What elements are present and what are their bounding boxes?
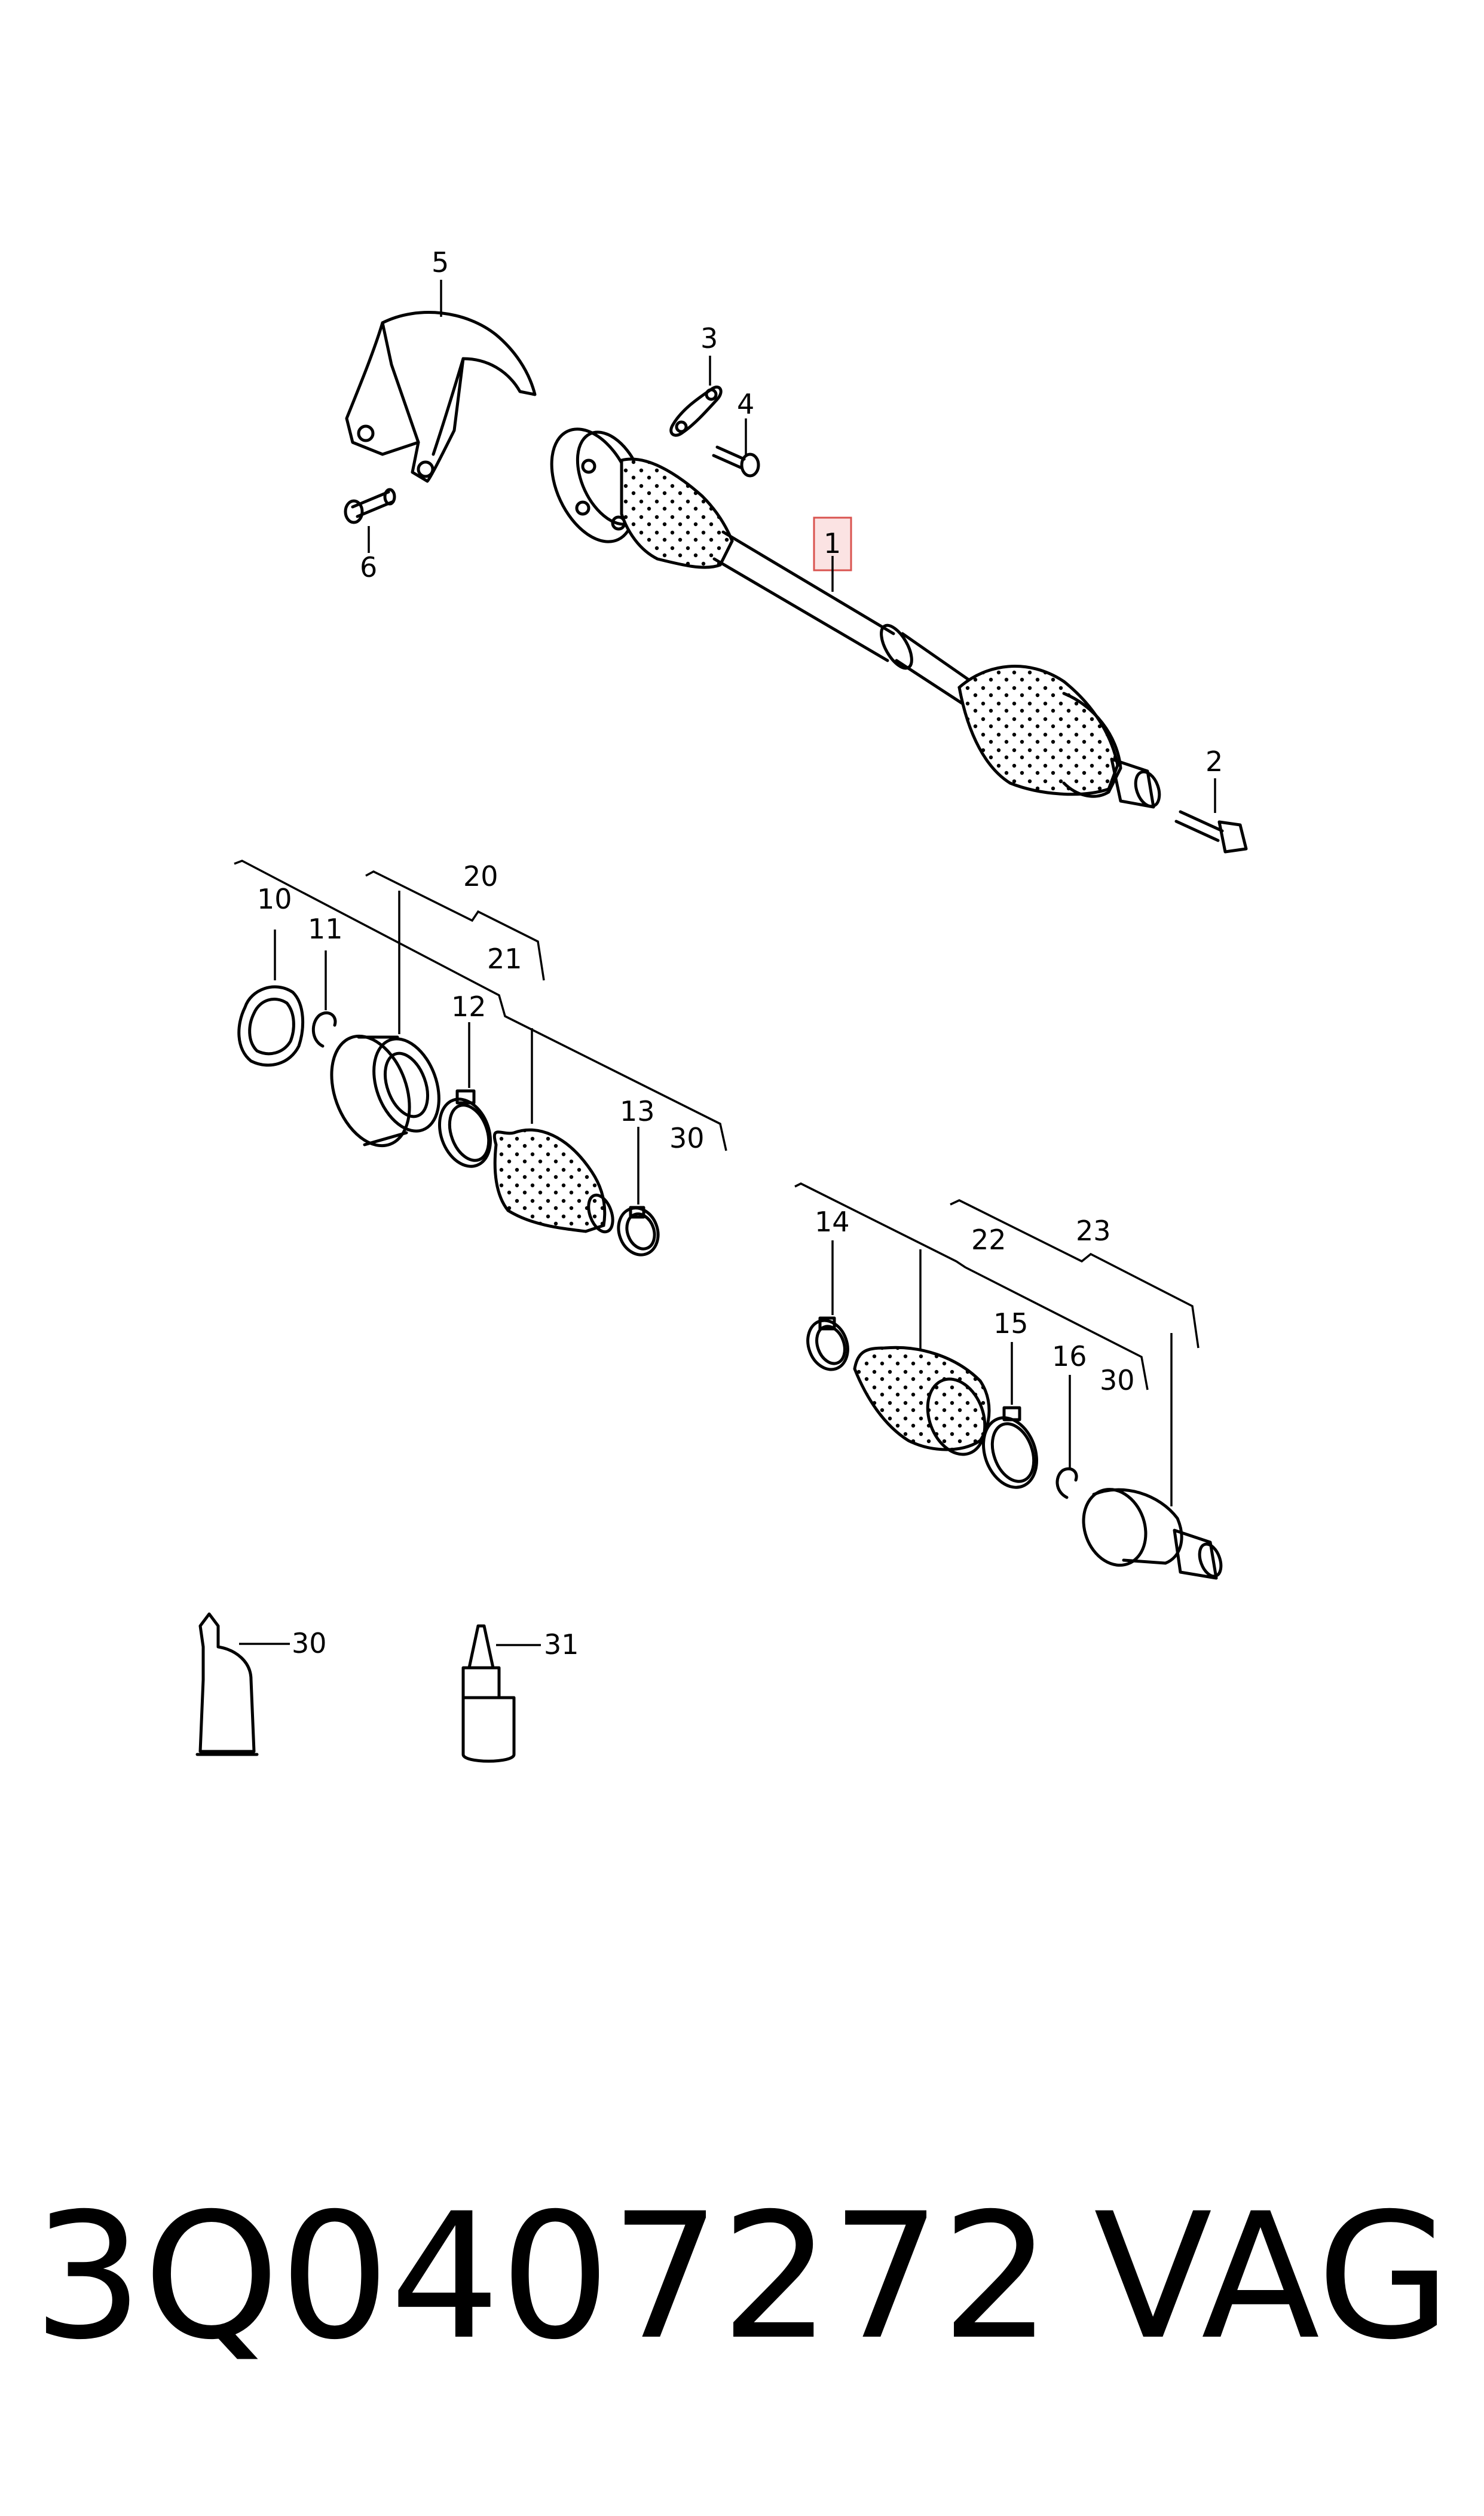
callout-4: 4 (737, 388, 754, 420)
callout-21: 21 (487, 943, 522, 975)
callout-30b: 30 (1100, 1364, 1135, 1396)
callout-20: 20 (463, 860, 498, 892)
clamp-part-15 (982, 1406, 1038, 1489)
gasket-part-10 (237, 985, 305, 1067)
callout-11: 11 (308, 913, 343, 945)
boot-part-21 (492, 1128, 607, 1233)
callout-10: 10 (257, 883, 292, 915)
drive-shaft-assembly (550, 427, 1161, 809)
callout-30c: 30 (292, 1627, 327, 1659)
bracket-23 (950, 1199, 1200, 1349)
callout-15: 15 (993, 1307, 1029, 1340)
boot-part-22 (853, 1346, 991, 1451)
callout-30a: 30 (669, 1122, 705, 1154)
brand-label: VAG (1094, 2176, 1451, 2378)
bolt-part-2 (1174, 810, 1248, 854)
clamp-part-12 (437, 1089, 492, 1168)
bracket-20 (365, 870, 545, 981)
callout-22: 22 (971, 1224, 1006, 1256)
screw-part-4 (712, 445, 760, 478)
callout-5: 5 (432, 246, 449, 279)
circlip-part-11 (311, 1011, 337, 1048)
callout-2: 2 (1205, 745, 1223, 778)
bottle-part-31 (461, 1624, 516, 1763)
callout-31: 31 (544, 1628, 579, 1661)
clamp-part-13 (617, 1206, 660, 1257)
clamp-part-14 (806, 1316, 849, 1371)
callout-1: 1 (824, 527, 841, 560)
callout-16: 16 (1052, 1340, 1087, 1372)
bracket-21-30 (234, 860, 727, 1151)
joint-flange-part-20 (330, 1034, 440, 1148)
circlip-part-16 (1055, 1467, 1078, 1499)
callout-6: 6 (360, 551, 377, 583)
grease-tube-part-30 (195, 1612, 259, 1756)
part-number-label: 3Q0407272 (33, 2176, 1052, 2378)
outer-joint-part-23 (1082, 1488, 1223, 1580)
callout-3: 3 (700, 322, 718, 354)
locking-plate-part (669, 386, 723, 437)
heat-shield-part (345, 311, 537, 483)
callout-12: 12 (451, 990, 486, 1023)
bolt-part-6 (344, 488, 396, 524)
callout-13: 13 (620, 1095, 655, 1127)
callout-14: 14 (815, 1206, 850, 1238)
bracket-22-30 (794, 1182, 1149, 1390)
callout-23: 23 (1076, 1215, 1111, 1247)
